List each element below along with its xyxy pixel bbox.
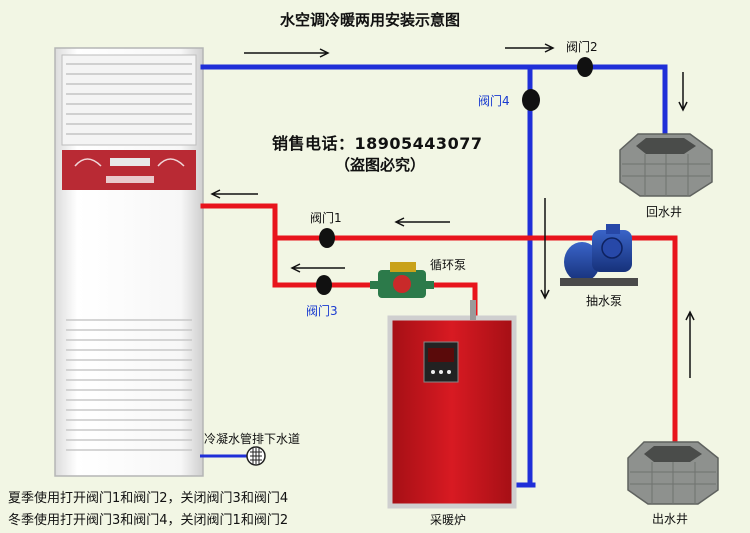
valve-4-icon: [522, 89, 540, 111]
valve-2-icon: [577, 57, 593, 77]
valve-4-label: 阀门4: [478, 94, 510, 108]
arrow-down-icon: [678, 72, 688, 112]
valve-1-label: 阀门1: [310, 211, 342, 225]
arrow-up-icon: [685, 310, 695, 378]
valve-2-label: 阀门2: [566, 40, 598, 54]
air-conditioner-unit: [54, 47, 204, 477]
arrow-right-icon: [244, 48, 330, 58]
drain-pipe: [200, 446, 266, 466]
arrow-left-icon: [210, 189, 258, 199]
summer-instruction: 夏季使用打开阀门1和阀门2，关闭阀门3和阀门4: [8, 491, 289, 506]
water-pump-label: 抽水泵: [586, 294, 623, 308]
copyright-notice: （盗图必究）: [335, 156, 426, 174]
valve-icons: [316, 57, 593, 295]
valve-1-icon: [319, 228, 335, 248]
heater-unit: [387, 300, 517, 509]
flow-arrows: [210, 43, 695, 378]
valve-3-label: 阀门3: [306, 304, 338, 318]
outlet-well-label: 出水井: [652, 512, 689, 526]
arrow-left-icon: [290, 263, 345, 273]
outlet-well-icon: [627, 441, 719, 505]
arrow-down-icon: [540, 198, 550, 300]
top-air-grille: [66, 63, 192, 135]
sales-phone: 销售电话：18905443077: [272, 134, 483, 153]
circulation-pump-icon: [370, 262, 434, 298]
return-well-label: 回水井: [646, 205, 683, 219]
bottom-air-grille: [66, 319, 192, 451]
return-well-icon: [619, 133, 713, 197]
water-pump-icon: [560, 224, 638, 286]
circulation-pump-label: 循环泵: [430, 258, 467, 272]
arrow-left-icon: [394, 217, 450, 227]
control-panel: [62, 150, 196, 190]
drain-label: 冷凝水管排下水道: [204, 432, 301, 446]
valve-3-icon: [316, 275, 332, 295]
heater-label: 采暖炉: [430, 513, 467, 527]
diagram-title: 水空调冷暖两用安装示意图: [280, 11, 461, 29]
winter-instruction: 冬季使用打开阀门3和阀门4，关闭阀门1和阀门2: [8, 513, 289, 528]
arrow-right-icon: [505, 43, 555, 53]
